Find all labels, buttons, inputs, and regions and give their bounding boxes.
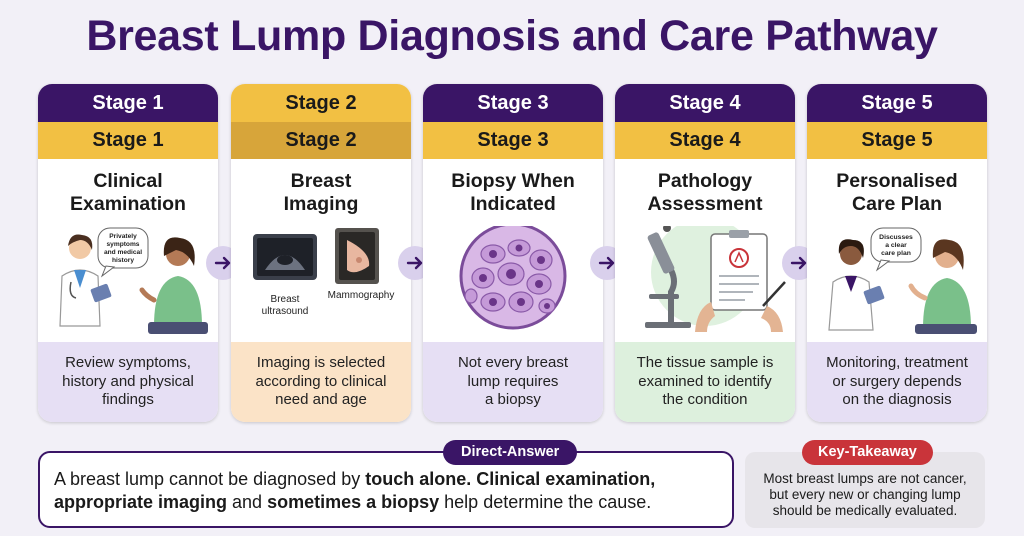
imaging-illustration: Breast ultrasound Mammography <box>253 228 395 317</box>
care-plan-illustration: Discusses a clear care plan <box>828 227 977 334</box>
stage-header: Stage 3 <box>423 84 603 122</box>
svg-text:Mammography: Mammography <box>328 290 395 301</box>
svg-text:Breast: Breast <box>271 294 300 305</box>
stage-subheader: Stage 2 <box>231 122 411 159</box>
stage-header: Stage 2 <box>231 84 411 122</box>
stage-header: Stage 5 <box>807 84 987 122</box>
direct-answer-label: Direct-Answer <box>443 440 578 465</box>
stage-subheader: Stage 1 <box>38 122 218 159</box>
svg-text:symptoms: symptoms <box>107 241 140 248</box>
svg-text:a clear: a clear <box>885 242 907 249</box>
svg-text:Discusses: Discusses <box>879 234 913 241</box>
direct-answer-box: A breast lump cannot be diagnosed by tou… <box>38 451 734 528</box>
direct-answer-line-1: A breast lump cannot be diagnosed by tou… <box>54 469 656 489</box>
stage-subheader: Stage 4 <box>615 122 795 159</box>
svg-text:care plan: care plan <box>881 250 911 257</box>
consultation-illustration: Privately symptoms and medical history <box>59 227 208 334</box>
svg-text:and medical: and medical <box>104 249 142 256</box>
key-takeaway-label: Key-Takeaway <box>802 440 933 465</box>
stage-header: Stage 1 <box>38 84 218 122</box>
svg-text:Privately: Privately <box>109 233 137 240</box>
page-title: Breast Lump Diagnosis and Care Pathway <box>86 12 938 60</box>
svg-text:history: history <box>112 257 134 264</box>
svg-text:ultrasound: ultrasound <box>262 306 309 317</box>
microscope-clipboard-illustration <box>645 226 786 332</box>
stage-header: Stage 4 <box>615 84 795 122</box>
cell-microscopy-icon <box>459 226 567 330</box>
stage-subheader: Stage 5 <box>807 122 987 159</box>
direct-answer-line-2: appropriate imaging and sometimes a biop… <box>54 492 652 512</box>
stage-subheader: Stage 3 <box>423 122 603 159</box>
